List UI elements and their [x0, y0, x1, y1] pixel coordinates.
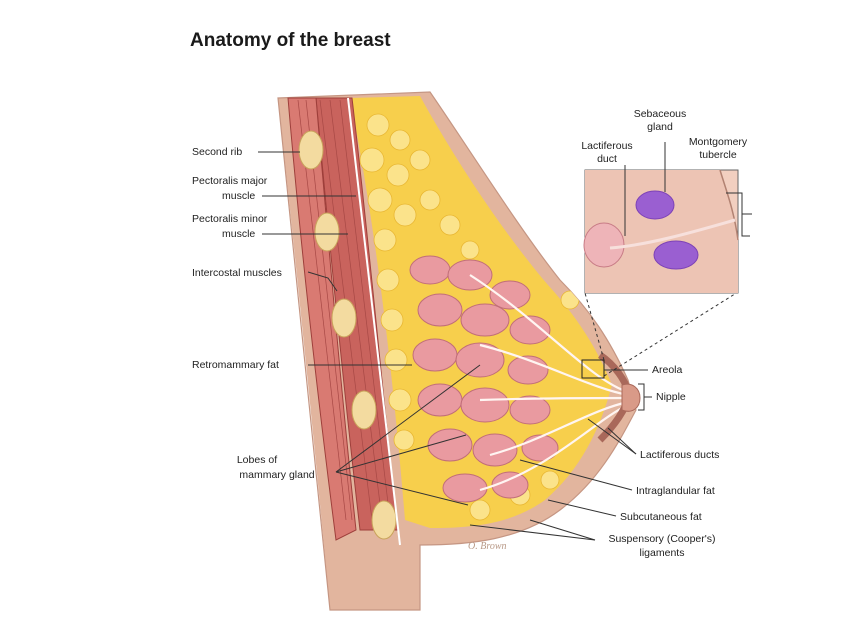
label-nipple: Nipple — [656, 391, 686, 403]
inset-magnified-view — [583, 142, 752, 294]
label-suspensory-line1: Suspensory (Cooper's) — [608, 533, 715, 545]
nipple-shape — [621, 383, 641, 412]
leader-lines — [258, 151, 652, 541]
label-lactiferous-duct-line2: duct — [597, 153, 617, 165]
label-montgomery-line1: Montgomery — [689, 136, 748, 148]
label-lactiferous-ducts: Lactiferous ducts — [640, 449, 719, 461]
label-subcutaneous-fat: Subcutaneous fat — [620, 511, 702, 523]
label-pectoralis-minor-line2: muscle — [222, 228, 255, 240]
fat-lobules — [359, 113, 580, 521]
label-intercostal-muscles: Intercostal muscles — [192, 267, 282, 279]
areola-zoom-box — [581, 359, 605, 379]
label-lobes-line1: Lobes of — [237, 454, 277, 466]
ribs — [298, 130, 397, 540]
label-pectoralis-major-line2: muscle — [222, 190, 255, 202]
sebaceous-gland-upper — [635, 190, 675, 220]
label-suspensory-line2: ligaments — [640, 547, 685, 559]
diagram-title: Anatomy of the breast — [190, 30, 391, 51]
label-second-rib: Second rib — [192, 146, 242, 158]
sebaceous-gland-lower — [653, 240, 699, 270]
label-intraglandular-fat: Intraglandular fat — [636, 485, 715, 497]
label-pectoralis-minor-line1: Pectoralis minor — [192, 213, 268, 225]
label-sebaceous-line2: gland — [647, 121, 673, 133]
label-pectoralis-major-line1: Pectoralis major — [192, 175, 268, 187]
label-montgomery-line2: tubercle — [699, 149, 737, 161]
label-areola: Areola — [652, 364, 683, 376]
lactiferous-ducts — [469, 274, 629, 492]
label-lactiferous-duct-line1: Lactiferous — [581, 140, 632, 152]
label-sebaceous-line1: Sebaceous — [634, 108, 687, 120]
label-retromammary-fat: Retromammary fat — [192, 359, 279, 371]
illustrator-signature: O. Brown — [468, 541, 507, 552]
label-lobes-line2: mammary gland — [239, 469, 314, 481]
mammary-lobes — [409, 255, 559, 503]
